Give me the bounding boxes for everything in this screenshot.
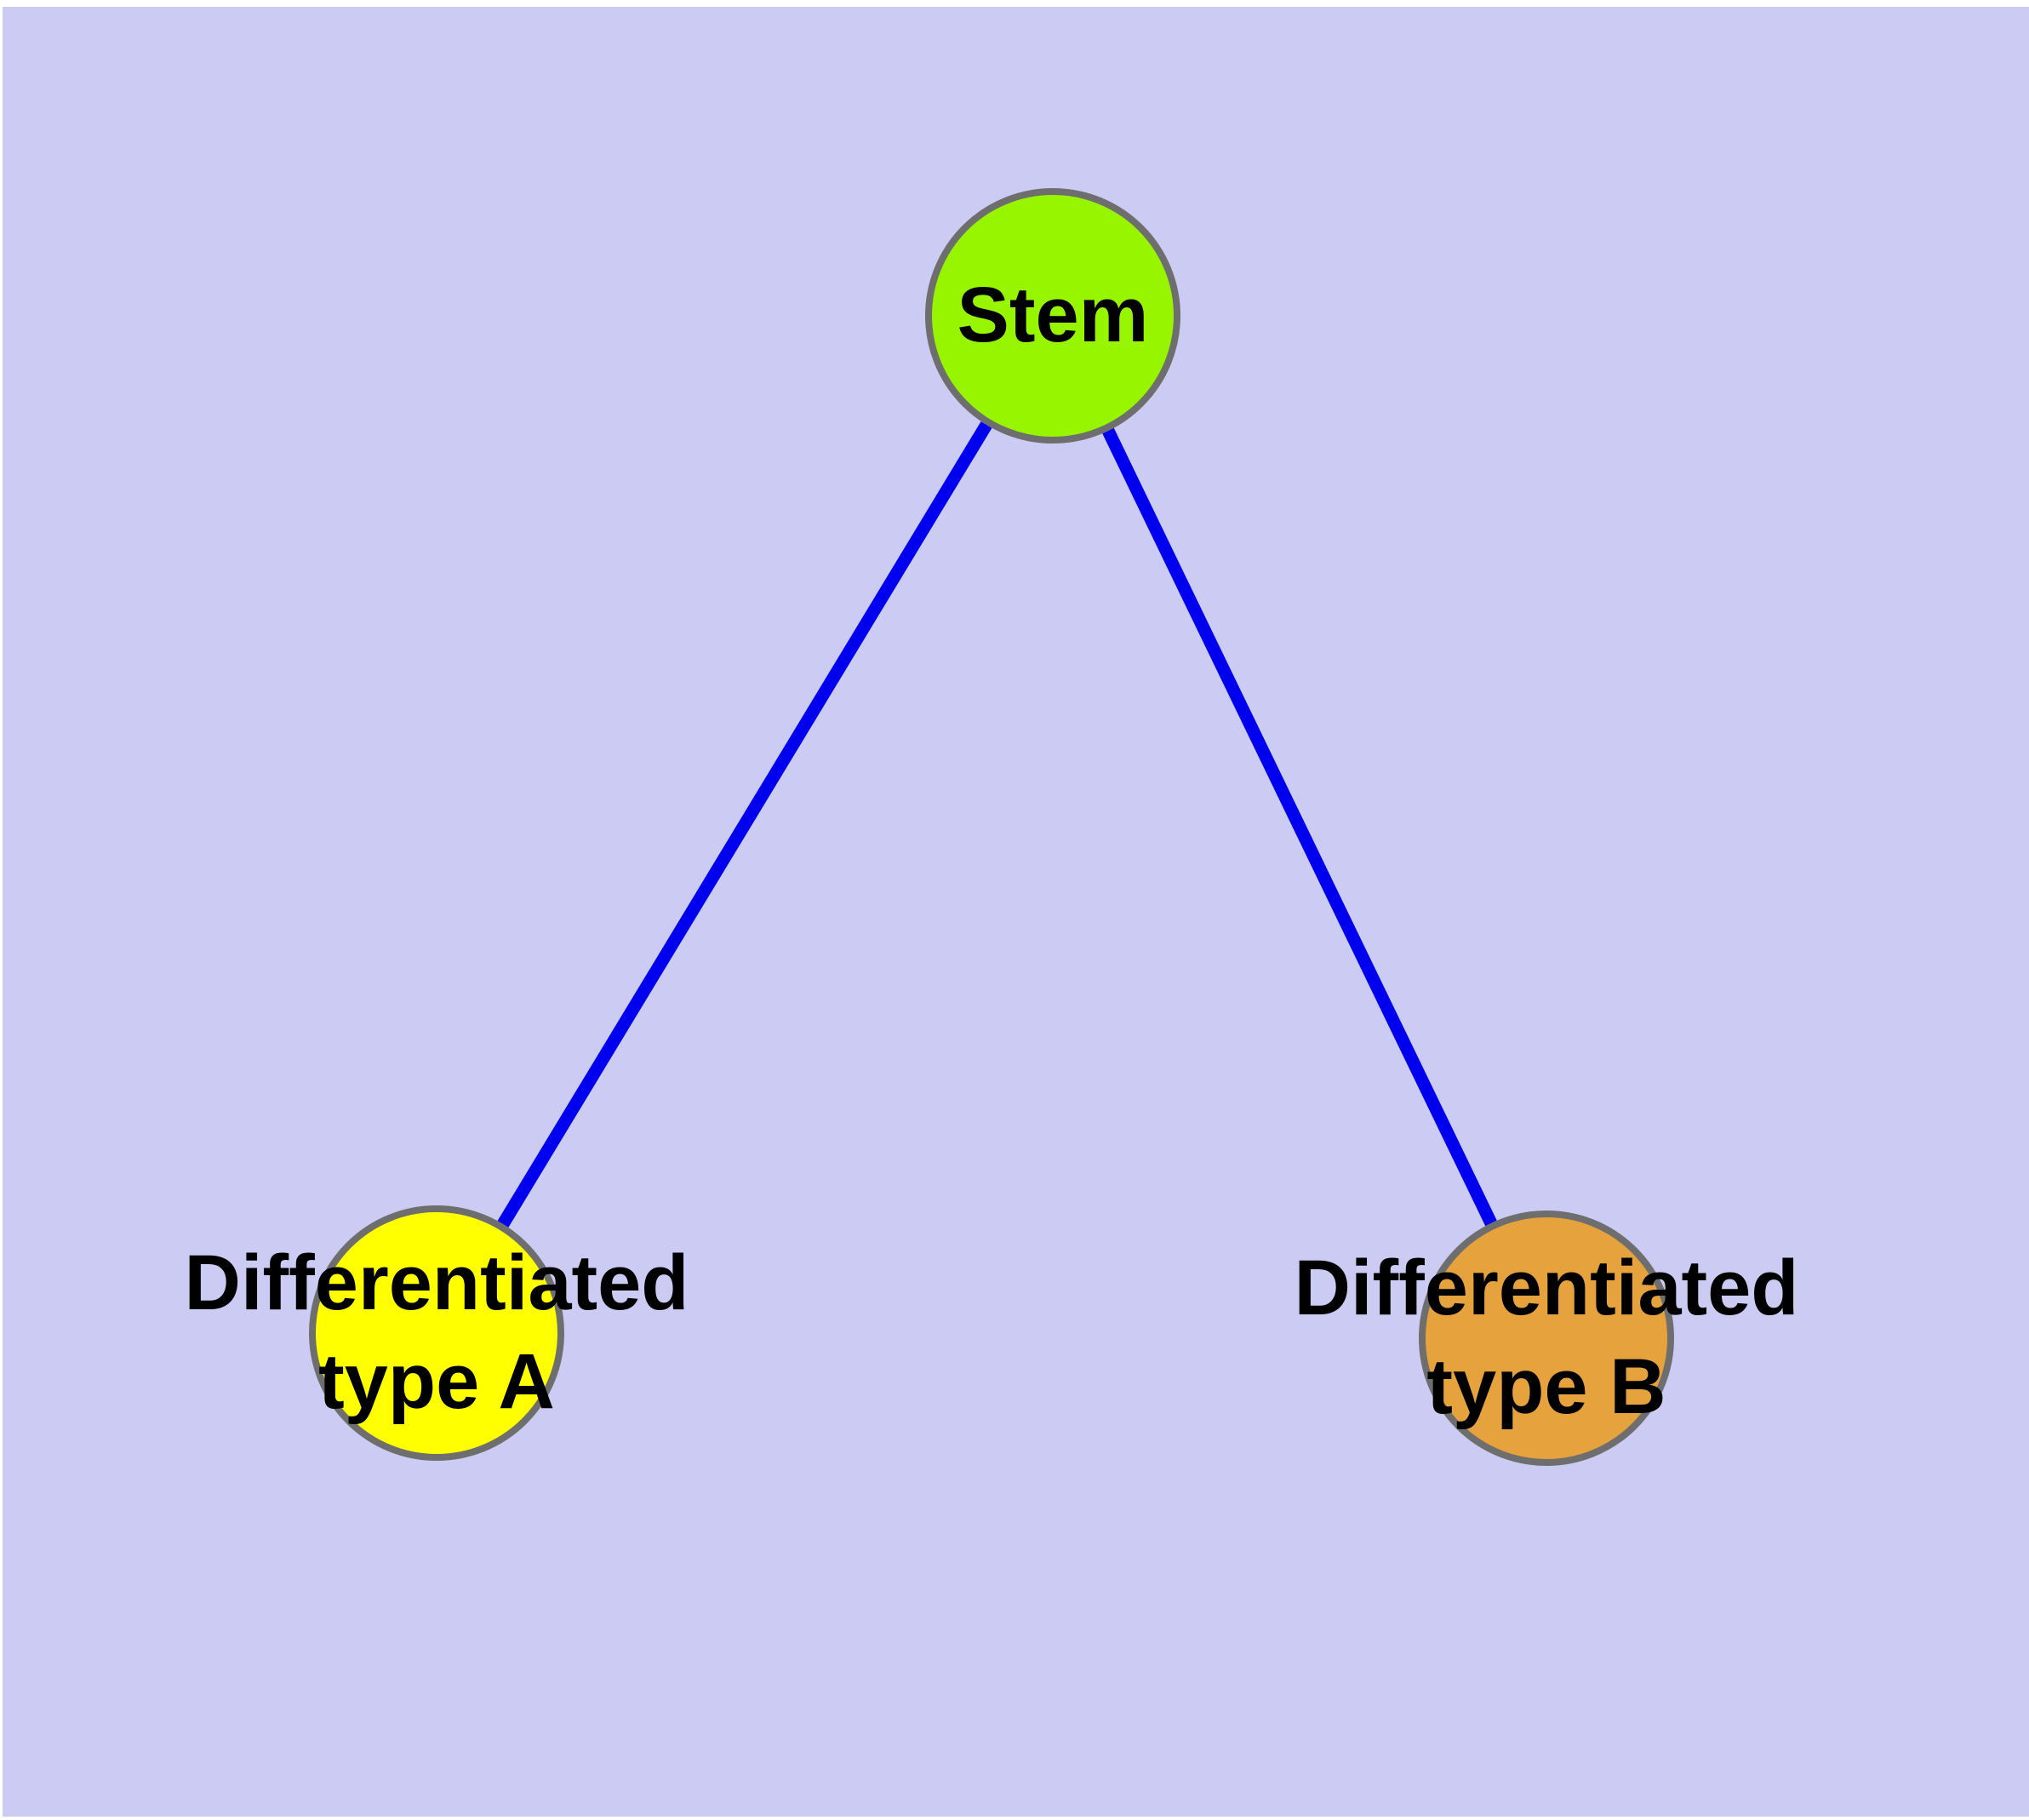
node-stem-label: Stem — [957, 272, 1149, 359]
node-stem: Stem — [925, 188, 1180, 444]
node-differentiated-type-a-label: Differentiated type A — [184, 1239, 689, 1425]
node-differentiated-type-a: Differentiated type A — [185, 1205, 689, 1461]
edge-stem-to-type-b — [1102, 427, 1497, 1227]
node-differentiated-type-b: Differentiated type B — [1295, 1210, 1798, 1466]
node-differentiated-type-b-label: Differentiated type B — [1294, 1245, 1799, 1430]
edge-stem-to-type-a — [497, 421, 992, 1228]
